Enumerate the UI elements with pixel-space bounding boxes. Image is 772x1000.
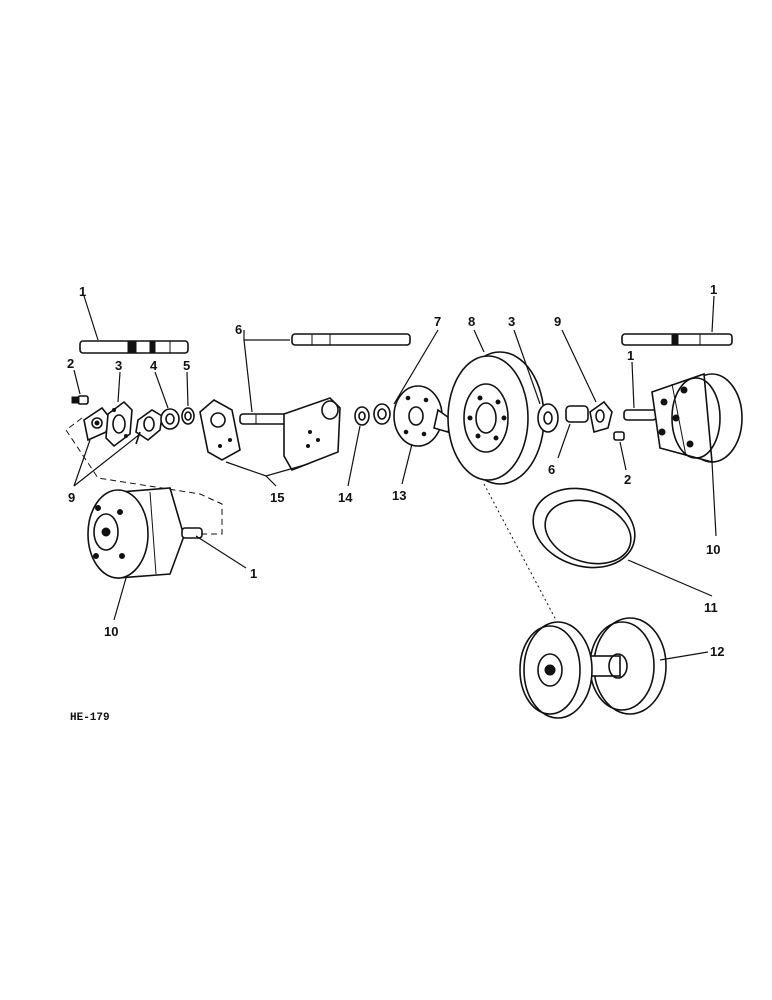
callout-1: 1 (627, 348, 634, 363)
callout-1: 1 (250, 566, 257, 581)
callout-14: 14 (338, 490, 353, 505)
callout-13: 13 (392, 488, 406, 503)
callout-6: 6 (235, 322, 242, 337)
figure-code: HE-179 (70, 712, 110, 724)
callout-8: 8 (468, 314, 475, 329)
part-9-flange-left (83, 406, 111, 442)
callout-10: 10 (706, 542, 720, 557)
part-2-bolt-left (71, 395, 89, 405)
callout-9: 9 (68, 490, 75, 505)
part-2-bolt-right (613, 431, 625, 441)
callout-9: 9 (554, 314, 561, 329)
callout-1: 1 (710, 282, 717, 297)
callout-4: 4 (150, 358, 158, 373)
spacer (373, 403, 391, 425)
part-6-sleeve-right (565, 405, 589, 423)
callout-1: 1 (79, 284, 86, 299)
callout-11: 11 (704, 600, 718, 615)
part-4-bearing (160, 408, 180, 430)
part-12-double-pulley (519, 617, 667, 719)
part-8-large-pulley (447, 351, 545, 485)
part-3-flange-plate-left (105, 400, 133, 448)
part-1-stub-shaft-right (623, 409, 657, 421)
callout-10: 10 (104, 624, 118, 639)
callout-15: 15 (270, 490, 284, 505)
callout-7: 7 (434, 314, 441, 329)
part-5-collar (181, 407, 195, 425)
callout-labels: 1 2 3 4 5 6 7 8 3 9 1 1 2 6 10 11 12 13 … (67, 282, 724, 659)
part-13-hub-flange (393, 385, 453, 447)
part-11-belt (532, 487, 636, 569)
part-15-bracket-right (283, 397, 341, 471)
callout-3: 3 (508, 314, 515, 329)
part-3-flange-right (537, 403, 559, 433)
part-1-shaft-right (621, 333, 733, 346)
callout-5: 5 (183, 358, 190, 373)
part-14-washer (354, 406, 370, 426)
part-15-bracket-left (199, 399, 241, 461)
callout-2: 2 (624, 472, 631, 487)
part-10-gearbox-right (651, 372, 743, 464)
assembly-dashed-lines (65, 417, 557, 621)
part-6-shaft-middle (291, 333, 411, 346)
part-9-flange-right (589, 400, 613, 434)
part-10-gearbox-left (87, 487, 203, 579)
leader-lines (73, 295, 717, 661)
callout-2: 2 (67, 356, 74, 371)
callout-3: 3 (115, 358, 122, 373)
callout-6: 6 (548, 462, 555, 477)
part-1-shaft-left (79, 340, 189, 354)
part-6-pin (239, 413, 287, 425)
callout-12: 12 (710, 644, 724, 659)
part-9-flange-left-2 (135, 409, 163, 445)
